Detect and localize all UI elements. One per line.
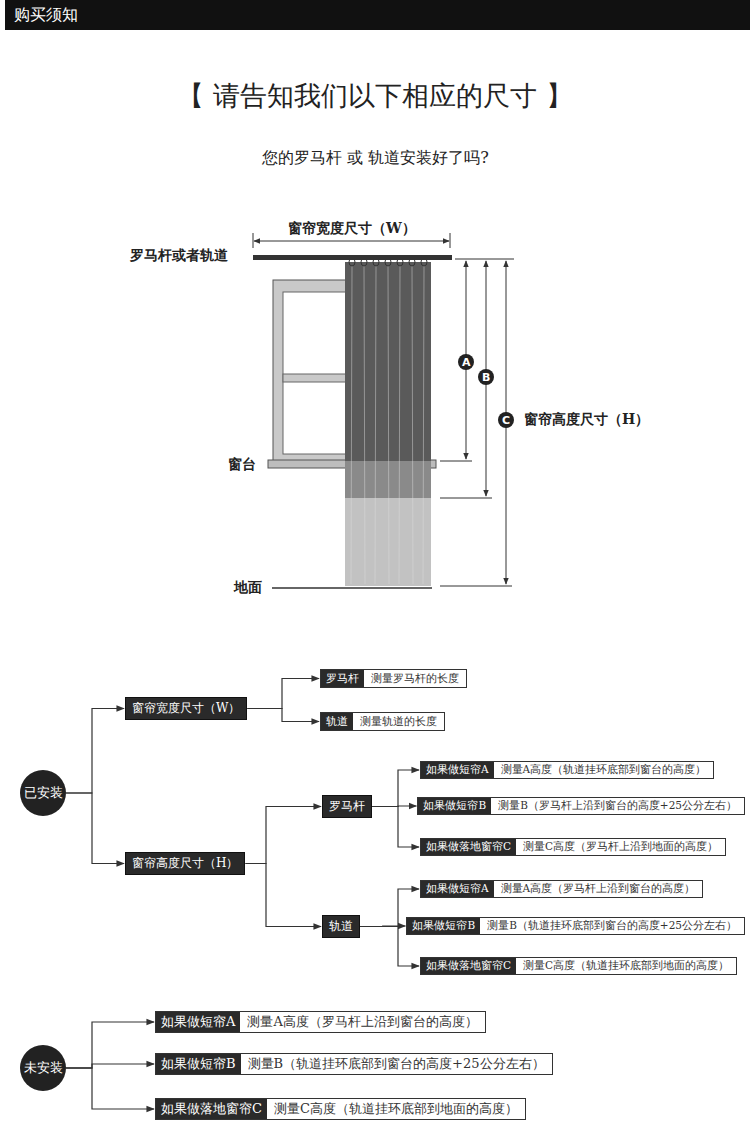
dimension-label: 窗帘高度尺寸（H） bbox=[522, 411, 651, 429]
case-tag: 如果做短帘A bbox=[421, 881, 494, 897]
measure-text: 测量A高度（轨道挂环底部到窗台的高度） bbox=[494, 762, 714, 778]
case-tag: 如果做短帘B bbox=[156, 1054, 241, 1074]
a-tick bbox=[440, 461, 472, 462]
connector-arrow bbox=[245, 864, 321, 927]
curtain-fold bbox=[351, 266, 352, 584]
callout-number: B bbox=[482, 371, 490, 384]
curtain-part-b bbox=[345, 461, 431, 498]
curtain-fold bbox=[399, 266, 400, 584]
measure-box: 如果做短帘B测量B（轨道挂环底部到窗台的高度+25公分左右） bbox=[406, 917, 745, 935]
callout-circle bbox=[458, 354, 474, 370]
case-tag: 如果做落地窗帘C bbox=[421, 958, 516, 974]
top-tick bbox=[455, 259, 514, 260]
part-name: 地面 bbox=[232, 579, 264, 597]
case-tag: 如果做短帘B bbox=[407, 918, 480, 934]
measure-box: 如果做短帘A测量A高度（罗马杆上沿到窗台的高度） bbox=[155, 1011, 486, 1033]
measure-text: 测量轨道的长度 bbox=[353, 713, 444, 730]
subtitle: 您的罗马杆 或 轨道安装好了吗? bbox=[260, 148, 491, 169]
connector-arrow bbox=[372, 807, 419, 848]
curtain-part-c bbox=[345, 498, 431, 586]
floor-line bbox=[272, 587, 432, 589]
status-circle: 已安装 bbox=[20, 770, 66, 816]
category-box: 罗马杆 bbox=[322, 795, 372, 818]
measure-text: 测量罗马杆的长度 bbox=[364, 670, 466, 687]
measure-box: 如果做短帘A测量A高度（罗马杆上沿到窗台的高度） bbox=[420, 880, 703, 898]
connector-arrow bbox=[66, 793, 124, 864]
case-tag: 如果做短帘A bbox=[156, 1012, 240, 1032]
measure-box: 如果做落地窗帘C测量C高度（轨道挂环底部到地面的高度） bbox=[155, 1098, 526, 1120]
width-dimension bbox=[254, 241, 449, 242]
node-text: 购买须知 bbox=[14, 5, 78, 24]
case-tag: 如果做落地窗帘C bbox=[421, 839, 516, 855]
measure-text: 测量B（轨道挂环底部到窗台的高度+25公分左右） bbox=[241, 1054, 552, 1074]
measure-box: 罗马杆测量罗马杆的长度 bbox=[320, 669, 467, 688]
callout-number: A bbox=[462, 356, 471, 369]
curtain-folds bbox=[349, 258, 427, 584]
part-name: 罗马杆或者轨道 bbox=[128, 247, 230, 265]
measure-text: 测量A高度（罗马杆上沿到窗台的高度） bbox=[240, 1012, 484, 1032]
header-band: 购买须知 bbox=[5, 0, 750, 30]
curtain-fold bbox=[375, 266, 376, 584]
case-tag: 如果做落地窗帘C bbox=[156, 1099, 267, 1119]
measure-box: 如果做落地窗帘C测量C高度（轨道挂环底部到地面的高度） bbox=[420, 957, 737, 975]
measure-text: 测量A高度（罗马杆上沿到窗台的高度） bbox=[494, 881, 703, 897]
node-text: 未安装 bbox=[24, 1059, 63, 1077]
window-mullion bbox=[283, 374, 347, 382]
connector-arrow bbox=[247, 709, 319, 722]
curtain-fold bbox=[388, 266, 389, 584]
category-box: 窗帘高度尺寸（H） bbox=[125, 852, 245, 875]
category-box: 轨道 bbox=[322, 915, 360, 938]
window-glass bbox=[283, 292, 347, 454]
part-name: 窗台 bbox=[226, 456, 258, 474]
case-tag: 如果做短帘A bbox=[421, 762, 494, 778]
measure-text: 测量B（轨道挂环底部到窗台的高度+25公分左右） bbox=[480, 918, 744, 934]
callout-circle bbox=[498, 412, 514, 428]
category-box: 窗帘宽度尺寸（W） bbox=[125, 697, 247, 720]
node-text: 已安装 bbox=[24, 784, 63, 802]
connector-arrow bbox=[66, 709, 124, 794]
measure-text: 测量C高度（轨道挂环底部到地面的高度） bbox=[516, 958, 736, 974]
measure-text: 测量C高度（轨道挂环底部到地面的高度） bbox=[267, 1099, 525, 1119]
measure-box: 如果做短帘A测量A高度（轨道挂环底部到窗台的高度） bbox=[420, 761, 714, 779]
curtain-fold bbox=[412, 266, 413, 584]
measure-box: 如果做短帘B测量B（罗马杆上沿到窗台的高度+25公分左右） bbox=[417, 797, 745, 815]
measure-box: 轨道测量轨道的长度 bbox=[320, 712, 445, 731]
curtain-rod bbox=[253, 255, 452, 260]
node-text: 罗马杆 bbox=[329, 799, 365, 813]
callout-number: C bbox=[502, 414, 510, 427]
callout-circle bbox=[478, 369, 494, 385]
connector-arrow bbox=[66, 1022, 154, 1068]
b-tick bbox=[440, 498, 492, 499]
curtain-fold bbox=[364, 266, 365, 584]
node-text: 窗帘高度尺寸（H） bbox=[132, 856, 238, 870]
c-tick bbox=[440, 586, 512, 587]
dimension-label: 窗帘宽度尺寸（W） bbox=[286, 220, 418, 238]
case-tag: 如果做短帘B bbox=[418, 798, 491, 814]
connector-arrow bbox=[372, 770, 419, 807]
node-text: 窗帘宽度尺寸（W） bbox=[132, 701, 240, 715]
page-title: 【 请告知我们以下相应的尺寸 】 bbox=[0, 78, 750, 114]
measure-text: 测量B（罗马杆上沿到窗台的高度+25公分左右） bbox=[491, 798, 744, 814]
window-frame bbox=[273, 280, 353, 462]
curtain-fold bbox=[423, 266, 424, 584]
connector-arrow bbox=[66, 1068, 154, 1109]
status-circle: 未安装 bbox=[20, 1045, 66, 1091]
node-text: 轨道 bbox=[329, 919, 353, 933]
width-tick bbox=[253, 233, 254, 248]
connector-arrow bbox=[247, 679, 319, 709]
case-tag: 罗马杆 bbox=[321, 670, 364, 687]
case-tag: 轨道 bbox=[321, 713, 353, 730]
measure-text: 测量C高度（罗马杆上沿到地面的高度） bbox=[516, 839, 725, 855]
measure-box: 如果做短帘B测量B（轨道挂环底部到窗台的高度+25公分左右） bbox=[155, 1053, 553, 1075]
measure-box: 如果做落地窗帘C测量C高度（罗马杆上沿到地面的高度） bbox=[420, 838, 726, 856]
connector-arrow bbox=[245, 807, 321, 864]
width-tick bbox=[450, 233, 451, 248]
